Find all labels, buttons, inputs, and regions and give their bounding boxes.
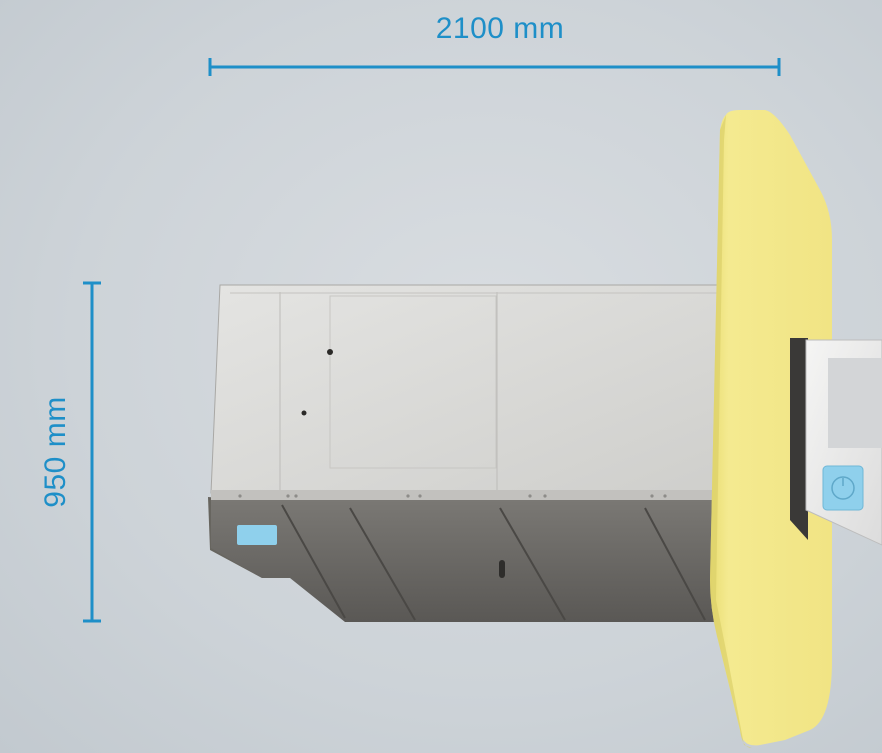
width-dimension-line	[208, 58, 781, 76]
wall-panel	[710, 110, 832, 748]
power-button-icon[interactable]	[831, 476, 855, 500]
width-dimension-label: 2100 mm	[435, 12, 565, 45]
height-dimension-line	[83, 281, 101, 623]
front-status-display	[237, 525, 277, 545]
cabinet-unit	[208, 284, 721, 622]
control-panel	[790, 338, 882, 546]
